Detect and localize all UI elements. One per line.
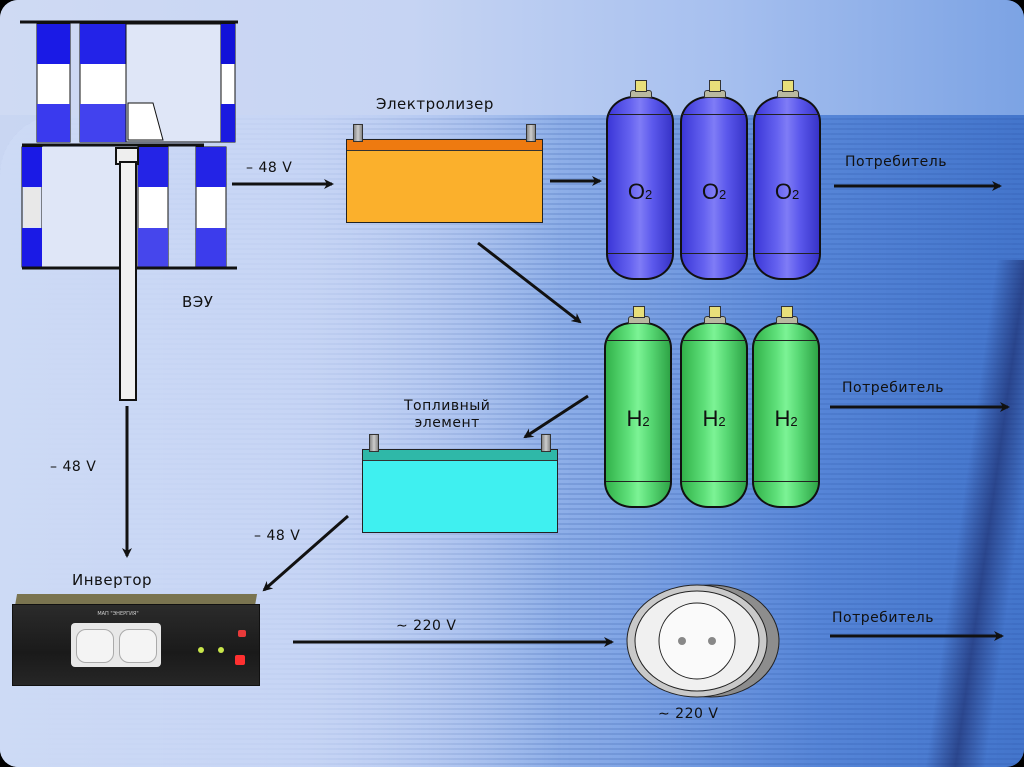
wind-turbine-upper-rotor [20, 20, 238, 143]
socket-icon [76, 629, 114, 663]
valve-icon [624, 302, 652, 324]
inverter-brand: МАП "ЭНЕРГИЯ" [97, 611, 139, 617]
h2-tank-label: H2 [626, 405, 650, 431]
socket-pin-hole-icon [678, 637, 686, 645]
electrolyzer-terminal-right [526, 124, 536, 142]
electrolyzer [346, 124, 543, 223]
status-led-icon [218, 647, 224, 653]
h2-tank: H2 [604, 306, 672, 508]
valve-icon [700, 76, 728, 98]
o2-tank: O2 [753, 80, 821, 280]
inverter-sockets [71, 623, 161, 667]
fuel-cell-terminal-right [541, 434, 551, 452]
o2-tank: O2 [606, 80, 674, 280]
fuel-cell [362, 434, 558, 533]
wind-turbine-mast [115, 147, 139, 401]
socket-pin-hole-icon [708, 637, 716, 645]
h2-tank: H2 [752, 306, 820, 508]
electrolyzer-label: Электролизер [376, 95, 494, 113]
h2-tank-label: H2 [702, 405, 726, 431]
fuel-cell-terminal-left [369, 434, 379, 452]
h2-consumer-label: Потребитель [842, 380, 944, 396]
inverter: МАП "ЭНЕРГИЯ" [12, 594, 260, 686]
turbine-to-electrolyzer-voltage: – 48 V [246, 160, 293, 176]
o2-tank: O2 [680, 80, 748, 280]
wall-socket [626, 584, 780, 698]
fuel-cell-label-line2: элемент [414, 415, 480, 431]
power-led-icon [198, 647, 204, 653]
o2-tank-label: O2 [774, 179, 800, 204]
o2-tank-label: O2 [627, 179, 653, 204]
valve-icon [773, 76, 801, 98]
socket-icon [119, 629, 157, 663]
fuel-cell-lid [363, 450, 557, 461]
electrolyzer-lid [347, 140, 542, 151]
fuel-cell-to-inverter-voltage: – 48 V [254, 528, 301, 544]
fuel-cell-label: Топливный элемент [404, 398, 490, 432]
inverter-to-socket-voltage: ∼ 220 V [396, 618, 457, 634]
electrolyzer-terminal-left [353, 124, 363, 142]
socket-consumer-label: Потребитель [832, 610, 934, 626]
h2-tank-label: H2 [774, 405, 798, 431]
arrow-fuel-cell-to-inverter [262, 514, 349, 592]
valve-icon [772, 302, 800, 324]
arrow-h2-to-fuel-cell [523, 394, 589, 439]
indicator-led-icon [238, 630, 246, 637]
indicator-led-icon [235, 655, 245, 665]
valve-icon [700, 302, 728, 324]
valve-icon [626, 76, 654, 98]
h2-tank: H2 [680, 306, 748, 508]
o2-consumer-label: Потребитель [845, 154, 947, 170]
turbine-to-inverter-voltage: – 48 V [50, 459, 97, 475]
arrow-electrolyzer-to-h2 [477, 241, 582, 324]
wind-turbine-label: ВЭУ [182, 293, 214, 311]
o2-tank-label: O2 [701, 179, 727, 204]
wall-socket-voltage-label: ∼ 220 V [658, 706, 719, 722]
fuel-cell-label-line1: Топливный [404, 398, 491, 414]
inverter-label: Инвертор [72, 571, 153, 589]
